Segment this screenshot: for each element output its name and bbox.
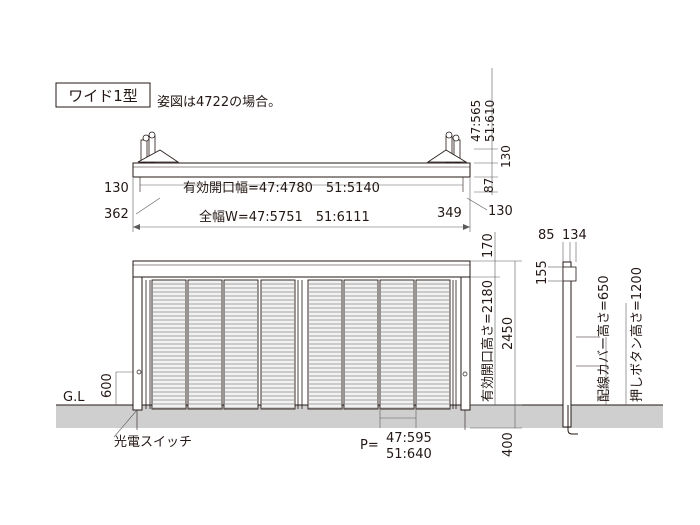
push-button-height: 押しボタン高さ=1200 — [629, 267, 645, 402]
photo-switch-label: 光電スイッチ — [114, 435, 192, 450]
dim-134: 134 — [562, 228, 587, 243]
total-width: 全幅W=47:5751 51:6111 — [199, 209, 370, 225]
shutter-panel — [415, 279, 451, 410]
pitch-a: 47:595 — [386, 431, 432, 446]
right-post-plan — [426, 131, 468, 163]
dim-130-right: 130 — [499, 145, 513, 168]
dim-362: 362 — [104, 207, 129, 222]
shutter-panel — [151, 279, 187, 410]
shutter-panels — [145, 279, 457, 410]
shutter-panel — [223, 279, 259, 410]
dim-130-bottom-right: 130 — [488, 204, 513, 219]
ground-band — [56, 405, 663, 428]
pitch-prefix: P= — [360, 438, 379, 453]
ground-label: G.L — [63, 390, 85, 405]
front-view: P= 47:595 51:640 600 G.L 光電スイッチ 170 有効開口… — [56, 232, 663, 462]
right-post — [460, 276, 471, 411]
roof-plan-bar — [132, 162, 471, 178]
height-top-a: 47:565 — [469, 100, 483, 142]
dim-87: 87 — [482, 178, 496, 193]
model-label: ワイド1型 — [68, 87, 138, 105]
top-view: 47:565 51:610 130 87 130 有効開口幅=47:4780 5… — [104, 68, 513, 232]
left-post — [132, 276, 143, 411]
photo-sensor-left — [136, 369, 142, 375]
shutter-panel — [343, 279, 379, 410]
left-post-plan — [137, 131, 180, 163]
dim-155: 155 — [535, 260, 550, 285]
header-beam — [132, 260, 471, 278]
cable-cover-height: 配線カバー高さ=650 — [596, 275, 612, 402]
model-label-box — [55, 82, 151, 108]
dim-130-left: 130 — [104, 181, 129, 196]
figure-note: 姿図は4722の場合。 — [157, 94, 281, 110]
dim-600: 600 — [100, 373, 115, 398]
dim-400: 400 — [501, 432, 516, 457]
pitch-b: 51:640 — [386, 447, 432, 462]
opening-height: 有効開口高さ=2180 — [480, 280, 496, 402]
photo-sensor-right — [462, 371, 468, 377]
side-bracket — [562, 266, 577, 282]
side-post — [562, 261, 572, 428]
height-top-b: 51:610 — [483, 100, 497, 142]
dim-85: 85 — [538, 228, 555, 243]
total-height: 2450 — [501, 317, 516, 350]
shutter-panel — [187, 279, 223, 410]
opening-width: 有効開口幅=47:4780 51:5140 — [183, 181, 380, 196]
side-view: 85 134 155 配線カバー高さ=650 押しボタン高さ=1200 — [535, 228, 645, 435]
dim-349: 349 — [437, 206, 462, 221]
shutter-panel — [307, 279, 343, 410]
shutter-panel — [260, 279, 296, 410]
shutter-panel — [379, 279, 415, 410]
dim-170: 170 — [481, 233, 496, 258]
